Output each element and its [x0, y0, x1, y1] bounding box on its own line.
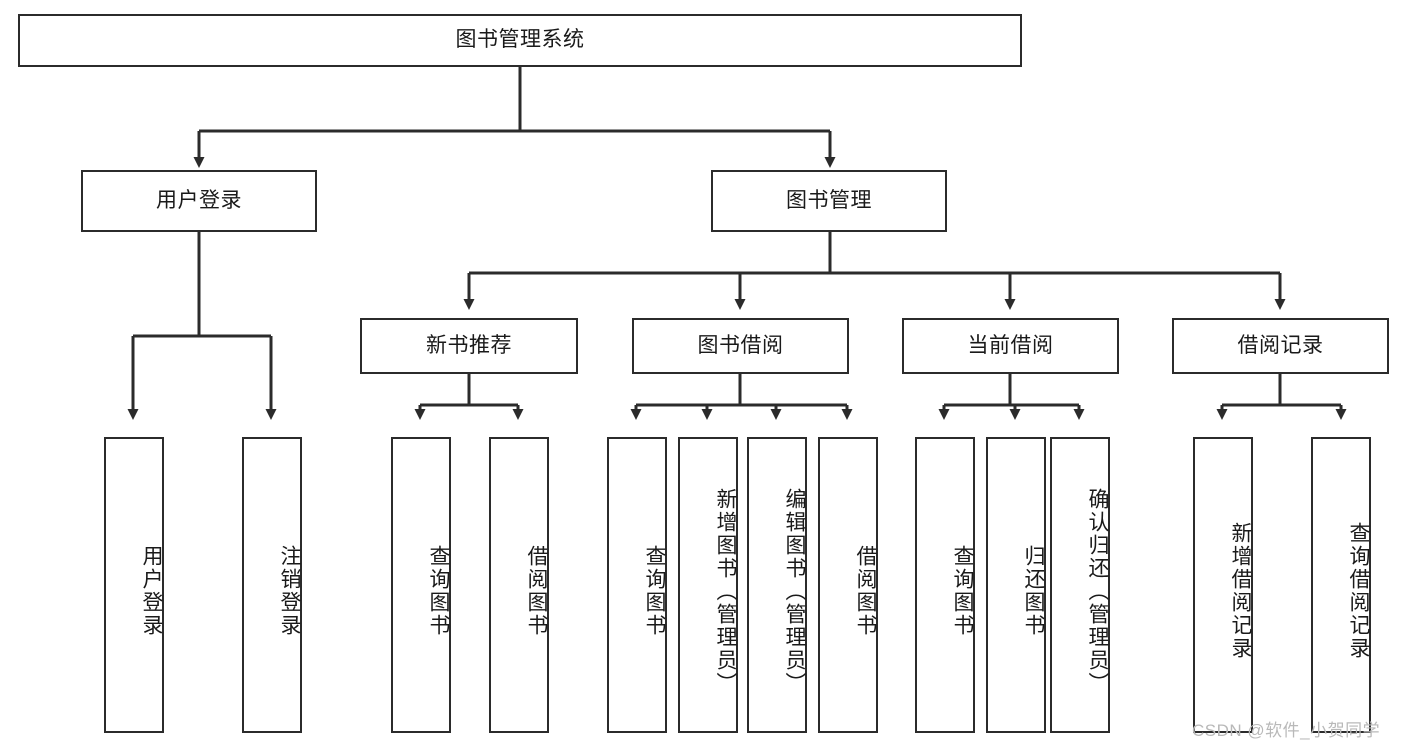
leaf-borrow-book[interactable]: 借阅图书: [818, 437, 878, 733]
node-label: 图书借阅: [697, 333, 784, 357]
node-user-login[interactable]: 用户登录: [81, 170, 317, 232]
leaf-edit-book-admin[interactable]: 编辑图书（管理员）: [747, 437, 807, 733]
node-label: 新增借阅记录: [1229, 522, 1252, 660]
node-current-borrow[interactable]: 当前借阅: [902, 318, 1119, 374]
node-label: 借阅图书: [525, 545, 548, 637]
node-label: 查询图书: [951, 545, 974, 637]
node-label: 新书推荐: [426, 333, 512, 357]
leaf-borrow-book-recommend[interactable]: 借阅图书: [489, 437, 549, 733]
node-label: 注销登录: [278, 545, 301, 637]
node-label: 用户登录: [140, 545, 163, 637]
node-borrow-record[interactable]: 借阅记录: [1172, 318, 1389, 374]
leaf-query-book-current[interactable]: 查询图书: [915, 437, 975, 733]
leaf-logout[interactable]: 注销登录: [242, 437, 302, 733]
node-label: 归还图书: [1022, 545, 1045, 637]
node-root-book-management-system[interactable]: 图书管理系统: [18, 14, 1022, 67]
leaf-add-borrow-record[interactable]: 新增借阅记录: [1193, 437, 1253, 733]
leaf-add-book-admin[interactable]: 新增图书（管理员）: [678, 437, 738, 733]
node-label: 借阅图书: [854, 545, 877, 637]
leaf-return-book[interactable]: 归还图书: [986, 437, 1046, 733]
node-label: 当前借阅: [967, 333, 1054, 357]
leaf-user-login[interactable]: 用户登录: [104, 437, 164, 733]
node-label: 用户登录: [156, 188, 242, 212]
node-label: 查询借阅记录: [1347, 522, 1370, 660]
node-new-book-recommend[interactable]: 新书推荐: [360, 318, 578, 374]
node-book-borrow[interactable]: 图书借阅: [632, 318, 849, 374]
node-label: 图书管理系统: [455, 28, 585, 52]
node-label: 编辑图书（管理员）: [783, 487, 806, 695]
node-label: 查询图书: [427, 545, 450, 637]
leaf-confirm-return-admin[interactable]: 确认归还（管理员）: [1050, 437, 1110, 733]
node-label: 查询图书: [643, 545, 666, 637]
node-label: 借阅记录: [1237, 333, 1324, 357]
leaf-query-borrow-record[interactable]: 查询借阅记录: [1311, 437, 1371, 733]
node-label: 确认归还（管理员）: [1086, 487, 1109, 695]
node-label: 图书管理: [786, 188, 872, 212]
watermark-text: CSDN @软件_小贺同学: [1192, 721, 1381, 740]
leaf-query-book-recommend[interactable]: 查询图书: [391, 437, 451, 733]
leaf-query-book-borrow[interactable]: 查询图书: [607, 437, 667, 733]
node-label: 新增图书（管理员）: [714, 487, 737, 695]
node-book-management[interactable]: 图书管理: [711, 170, 947, 232]
